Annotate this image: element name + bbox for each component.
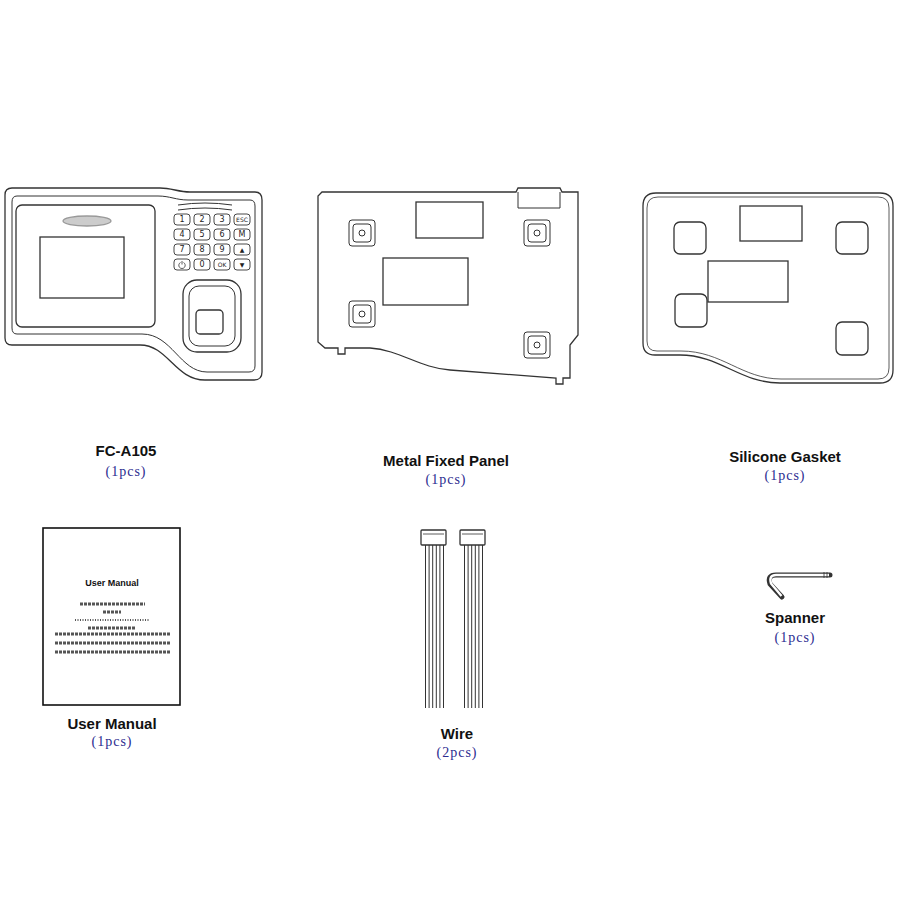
- manual-drawing: [43, 528, 180, 705]
- part-name: Metal Fixed Panel: [383, 453, 509, 470]
- power-icon: [179, 261, 185, 269]
- wire-strand: [471, 545, 472, 708]
- key-label: 0: [199, 260, 204, 269]
- spanner-drawing: [769, 572, 830, 597]
- key-label: ▼: [240, 261, 245, 268]
- quantity: (1pcs): [765, 468, 806, 483]
- key-label: 7: [179, 245, 184, 254]
- wire-strand: [482, 545, 483, 708]
- gasket-drawing: [643, 193, 893, 383]
- wire-drawing: [421, 530, 485, 708]
- quantity: (1pcs): [426, 472, 467, 487]
- quantity: (1pcs): [775, 630, 816, 645]
- key-label: 5: [199, 230, 204, 239]
- quantity: (2pcs): [437, 745, 478, 760]
- part-name: User Manual: [67, 716, 156, 733]
- key-label: 1: [179, 215, 184, 224]
- key-label: M: [239, 230, 246, 239]
- wire-strand: [475, 545, 476, 708]
- wire-strand: [439, 545, 440, 708]
- key-label: 6: [219, 230, 224, 239]
- key-label: ▲: [240, 246, 245, 253]
- part-name: Spanner: [765, 610, 825, 627]
- quantity: (1pcs): [92, 734, 133, 749]
- key-label: 2: [199, 215, 204, 224]
- cover-title: User Manual: [85, 579, 139, 589]
- part-name: Silicone Gasket: [729, 449, 841, 466]
- key-label: 9: [219, 245, 224, 254]
- key-label: 4: [179, 230, 184, 239]
- key-label: OK: [218, 261, 227, 268]
- metal-panel-drawing: [318, 188, 578, 384]
- part-name: FC-A105: [96, 443, 157, 460]
- wire-strand: [425, 545, 426, 708]
- wire-strand: [429, 545, 430, 708]
- wire-strand: [468, 545, 469, 708]
- wire-strand: [464, 545, 465, 708]
- key-label: ESC: [236, 216, 248, 223]
- device-drawing: [5, 188, 262, 380]
- wire-strand: [443, 545, 444, 708]
- quantity: (1pcs): [106, 464, 147, 479]
- wire-strand: [432, 545, 433, 708]
- part-name: Wire: [441, 726, 473, 743]
- key-label: 8: [199, 245, 204, 254]
- wire-strand: [478, 545, 479, 708]
- wire-strand: [436, 545, 437, 708]
- key-label: 3: [219, 215, 224, 224]
